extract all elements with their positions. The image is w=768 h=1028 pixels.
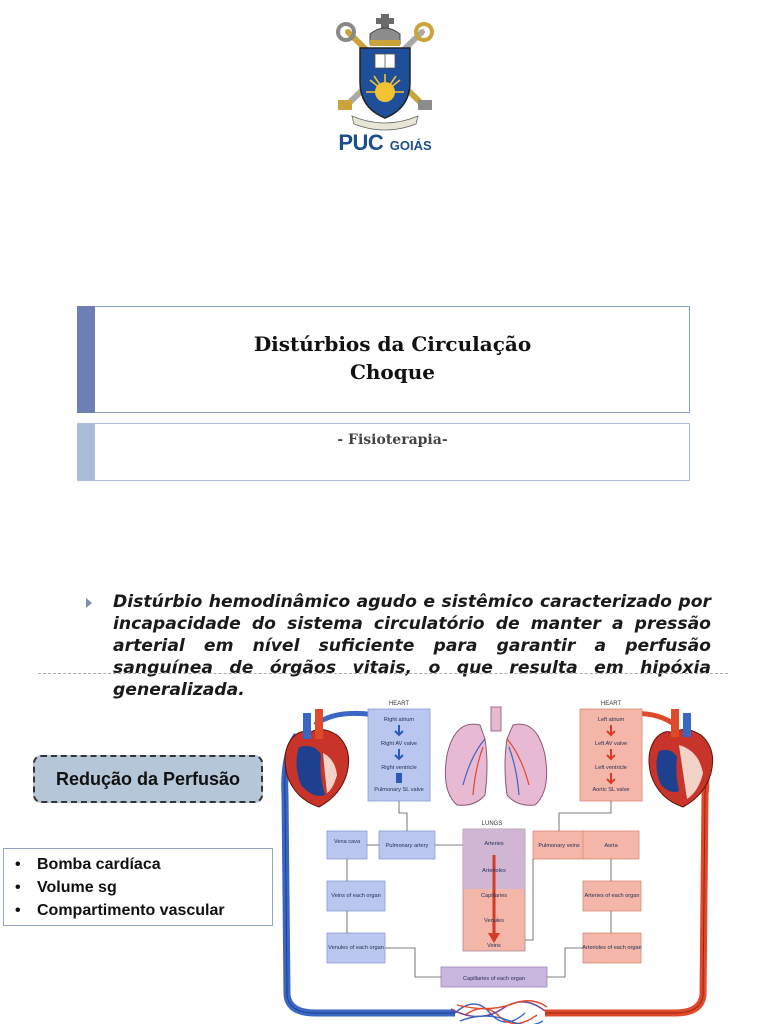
diagram-label: Vena cava bbox=[334, 839, 361, 845]
diagram-box bbox=[326, 830, 368, 860]
diagram-shape bbox=[296, 746, 325, 796]
title-box bbox=[77, 306, 690, 413]
diagram-label: Left ventricle bbox=[595, 765, 627, 771]
diagram-label: Capillaries bbox=[481, 893, 507, 899]
factor-item: Compartimento vascular bbox=[4, 899, 272, 922]
diagram-shape bbox=[506, 738, 530, 786]
logo-wordmark: PUC GOIÁS bbox=[300, 130, 470, 156]
diagram-shape bbox=[313, 710, 376, 728]
definition-text: Distúrbio hemodinâmico agudo e sistêmico… bbox=[113, 592, 711, 700]
diagram-shape bbox=[394, 725, 404, 737]
diagram-box bbox=[315, 709, 323, 739]
diagram-shape bbox=[398, 801, 408, 831]
title-accent-bar bbox=[77, 306, 95, 413]
diagram-label: Arterioles bbox=[482, 868, 506, 874]
heart-right-title: HEART bbox=[601, 701, 622, 707]
heart-right-icon bbox=[648, 709, 714, 808]
diagram-shape bbox=[679, 745, 703, 799]
subtitle-accent-bar bbox=[77, 423, 95, 481]
logo-region: GOIÁS bbox=[389, 138, 432, 153]
divider bbox=[38, 673, 728, 674]
diagram-shape bbox=[656, 749, 679, 793]
diagram-shape bbox=[472, 746, 484, 796]
lungs-icon bbox=[444, 706, 548, 806]
diagram-shape bbox=[394, 749, 404, 761]
heart-left-title: HEART bbox=[389, 701, 410, 707]
diagram-shape bbox=[462, 738, 530, 796]
diagram-shape bbox=[444, 723, 488, 806]
diagram-label: Right ventricle bbox=[381, 765, 416, 771]
diagram-shape bbox=[462, 738, 486, 786]
puc-goias-logo bbox=[330, 12, 440, 157]
diagram-label: Arteries bbox=[484, 841, 503, 847]
slide-subtitle: - Fisioterapia- bbox=[337, 432, 448, 448]
perfusion-callout: Redução da Perfusão bbox=[33, 755, 263, 803]
diagram-box bbox=[396, 773, 402, 783]
diagram-label: Venules bbox=[484, 918, 504, 924]
diagram-shape bbox=[606, 725, 616, 737]
diagram-shape bbox=[488, 933, 500, 943]
diagram-shape bbox=[450, 1001, 546, 1018]
heart-left-icon bbox=[284, 709, 350, 808]
bullet-arrow-icon bbox=[86, 598, 92, 608]
diagram-shape bbox=[323, 753, 337, 793]
slide-title: Distúrbios da Circulação Choque bbox=[95, 330, 690, 386]
diagram-shape bbox=[346, 801, 612, 978]
diagram-label: Left AV valve bbox=[595, 741, 627, 747]
lungs-title: LUNGS bbox=[482, 821, 503, 827]
diagram-box bbox=[490, 706, 502, 732]
diagram-shape bbox=[459, 1015, 544, 1026]
diagram-label: Left atrium bbox=[598, 717, 625, 723]
diagram-label: Aortic SL valve bbox=[592, 787, 629, 793]
diagram-shape bbox=[456, 1000, 548, 1010]
diagram-label: Veins bbox=[487, 943, 501, 949]
diagram-box bbox=[683, 713, 691, 737]
factor-item: Bomba cardíaca bbox=[4, 853, 272, 876]
diagram-label: Veins of each organ bbox=[331, 893, 380, 899]
diagram-box bbox=[326, 880, 386, 912]
factor-item: Volume sg bbox=[4, 876, 272, 899]
diagram-shape bbox=[558, 801, 612, 831]
diagram-box bbox=[671, 709, 679, 737]
circulation-diagram: HEART Right atrium Right AV valve Right … bbox=[275, 695, 735, 1026]
diagram-label: Arterioles of each organ bbox=[582, 945, 641, 951]
diagram-shape bbox=[385, 947, 441, 978]
diagram-box bbox=[582, 932, 642, 964]
diagram-label: Arteries of each organ bbox=[584, 893, 639, 899]
subtitle-box bbox=[77, 423, 690, 481]
diagram-label: Right atrium bbox=[384, 717, 414, 723]
diagram-box bbox=[303, 713, 311, 739]
factors-list: Bomba cardíaca Volume sg Compartimento v… bbox=[4, 853, 272, 922]
diagram-shape bbox=[464, 1007, 538, 1025]
diagram-box bbox=[582, 830, 640, 860]
diagram-shape bbox=[525, 859, 534, 941]
diagram-label: Pulmonary SL valve bbox=[374, 787, 424, 793]
diagram-shape bbox=[450, 1000, 548, 1026]
diagram-shape bbox=[606, 773, 616, 785]
title-line-1: Distúrbios da Circulação bbox=[253, 332, 532, 356]
diagram-box bbox=[582, 880, 642, 912]
diagram-label: Aorta bbox=[604, 843, 618, 849]
diagram-shape bbox=[454, 1003, 526, 1023]
diagram-shape bbox=[547, 947, 583, 978]
diagram-label: Pulmonary veins bbox=[538, 843, 580, 849]
diagram-label: Right AV valve bbox=[381, 741, 417, 747]
diagram-shape bbox=[508, 746, 520, 796]
diagram-label: Capillaries of each organ bbox=[463, 976, 525, 982]
diagram-shape bbox=[606, 749, 616, 761]
diagram-box bbox=[326, 932, 386, 964]
diagram-shape bbox=[504, 723, 548, 806]
factors-box: Bomba cardíaca Volume sg Compartimento v… bbox=[3, 848, 273, 926]
title-line-2: Choque bbox=[349, 360, 436, 384]
diagram-label: Venules of each organ bbox=[328, 945, 384, 951]
diagram-label: Pulmonary artery bbox=[386, 843, 429, 849]
logo-brand: PUC bbox=[338, 130, 384, 155]
diagram-box bbox=[532, 830, 586, 860]
